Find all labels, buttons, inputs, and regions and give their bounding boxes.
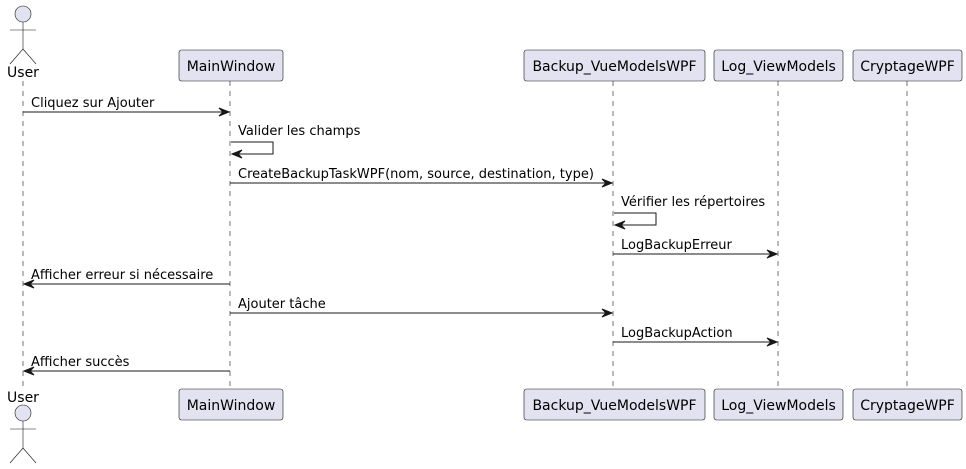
message-7: Ajouter tâche [230, 297, 614, 318]
arrow-head [218, 107, 231, 117]
message-label: LogBackupAction [621, 326, 733, 341]
actor-right-leg [22, 48, 37, 65]
message-line [231, 141, 274, 155]
participant-bottom-backup-vm: Backup_VueModelsWPF [523, 388, 706, 421]
message-label: Ajouter tâche [238, 297, 326, 312]
message-9: Afficher succès [22, 355, 230, 376]
message-2: Valider les champs [230, 124, 361, 159]
participant-label: Backup_VueModelsWPF [532, 59, 696, 75]
participant-bottom-log-vm: Log_ViewModels [713, 388, 844, 421]
arrow-head [22, 279, 35, 289]
arrow-head [766, 337, 779, 347]
participant-label: CryptageWPF [860, 59, 955, 75]
actor-bottom-user: User [7, 390, 39, 464]
message-3: CreateBackupTaskWPF(nom, source, destina… [230, 167, 614, 188]
actor-right-leg [22, 447, 37, 464]
actor-label: User [7, 65, 39, 81]
message-4: Vérifier les répertoires [613, 195, 765, 230]
actor-label: User [7, 390, 39, 406]
message-label: Vérifier les répertoires [621, 195, 765, 210]
message-5: LogBackupErreur [613, 238, 779, 259]
participant-label: MainWindow [187, 59, 276, 75]
actor-left-leg [9, 447, 24, 464]
message-label: LogBackupErreur [621, 238, 732, 253]
participant-bottom-cryptage: CryptageWPF [852, 388, 963, 421]
arrow-head [230, 149, 243, 159]
participant-label: Log_ViewModels [721, 59, 836, 75]
arrow-head [22, 366, 35, 376]
participant-box [178, 388, 284, 421]
message-8: LogBackupAction [613, 326, 779, 347]
participant-label: Backup_VueModelsWPF [532, 398, 696, 414]
participants-top: User MainWindow Backup_VueModelsWPF Log_Vie… [7, 5, 963, 82]
message-label: Afficher succès [31, 355, 130, 370]
participant-box [523, 49, 706, 82]
arrow-head [613, 220, 626, 230]
message-6: Afficher erreur si nécessaire [22, 268, 230, 289]
participant-box [713, 49, 844, 82]
participant-box [852, 49, 963, 82]
participant-top-log-vm: Log_ViewModels [713, 49, 844, 82]
participant-label: Log_ViewModels [721, 398, 836, 414]
arrow-head [601, 308, 614, 318]
participant-label: CryptageWPF [860, 398, 955, 414]
message-label: Afficher erreur si nécessaire [31, 268, 213, 283]
participant-box [713, 388, 844, 421]
participant-bottom-mainwindow: MainWindow [178, 388, 284, 421]
actor-left-leg [9, 48, 24, 65]
message-label: Cliquez sur Ajouter [31, 96, 155, 111]
lifelines [22, 81, 908, 389]
participant-top-mainwindow: MainWindow [178, 49, 284, 82]
message-line [614, 212, 657, 226]
actor-top-user: User [7, 5, 39, 81]
message-1: Cliquez sur Ajouter [23, 96, 231, 117]
participant-box [523, 388, 706, 421]
message-label: Valider les champs [238, 124, 361, 139]
message-label: CreateBackupTaskWPF(nom, source, destina… [238, 167, 594, 182]
participant-box [852, 388, 963, 421]
actor-head [14, 5, 32, 23]
participant-label: MainWindow [187, 398, 276, 414]
participant-top-cryptage: CryptageWPF [852, 49, 963, 82]
actor-head [14, 404, 32, 422]
participant-box [178, 49, 284, 82]
arrow-head [601, 178, 614, 188]
participant-top-backup-vm: Backup_VueModelsWPF [523, 49, 706, 82]
arrow-head [766, 249, 779, 259]
